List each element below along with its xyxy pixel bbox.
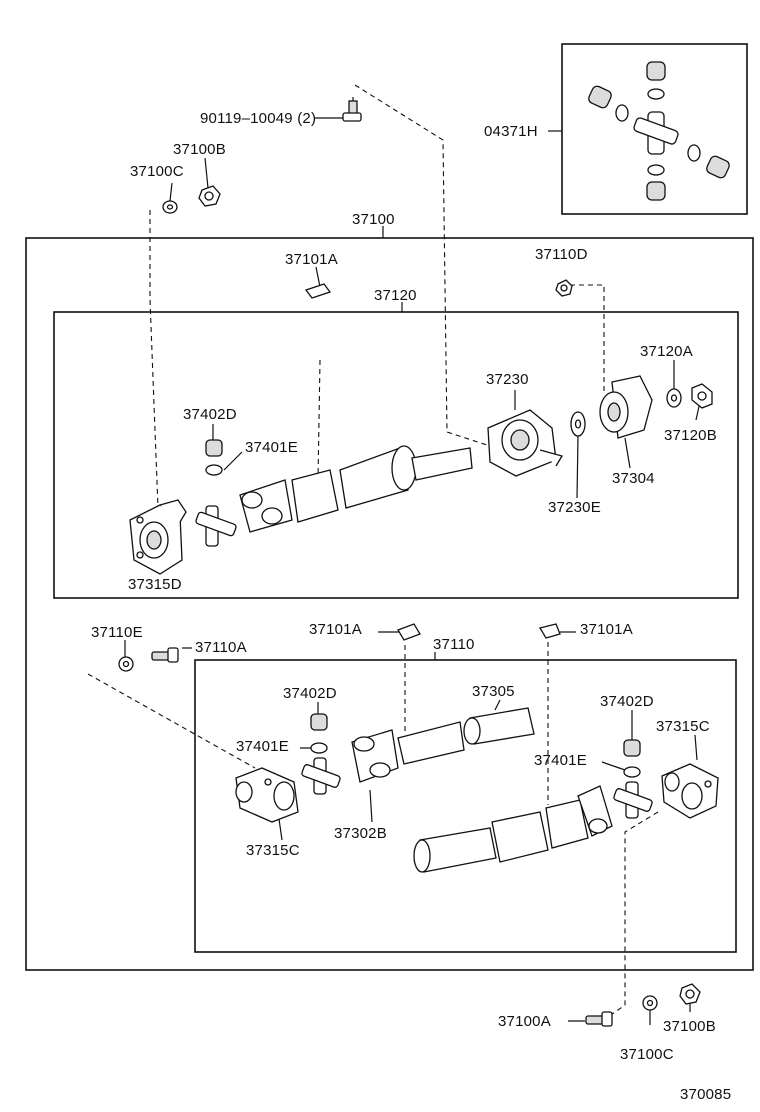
front-shaft-subassembly-frame <box>53 311 739 599</box>
slip-yoke-rear <box>577 785 613 837</box>
label-37402d-mid-right: 37402D <box>600 693 654 710</box>
washer-37100c-bottom <box>642 995 658 1011</box>
rear-spline-shaft <box>413 799 589 873</box>
bolt-90119 <box>342 97 362 122</box>
label-37101a-top: 37101A <box>285 251 338 268</box>
front-slip-yoke <box>239 445 473 533</box>
spider-rear-left <box>301 757 341 795</box>
label-37100b-bottom: 37100B <box>663 1018 716 1035</box>
label-37110a: 37110A <box>195 639 247 656</box>
bolt-37110a <box>151 647 179 663</box>
center-bearing-37230 <box>487 409 563 477</box>
label-37401e-mid-left: 37401E <box>236 738 289 755</box>
label-37402d-mid-left: 37402D <box>283 685 337 702</box>
washer-37120a <box>666 388 682 408</box>
label-37402d-top: 37402D <box>183 406 237 423</box>
label-37120: 37120 <box>374 287 417 304</box>
flange-yoke-37315c-right <box>661 763 719 819</box>
propeller-shaft-assembly-frame <box>25 237 754 971</box>
bolt-37100a <box>585 1011 613 1027</box>
label-37401e-mid-right: 37401E <box>534 752 587 769</box>
label-37120a: 37120A <box>640 343 693 360</box>
boot-37305 <box>463 707 535 745</box>
label-90119-10049: 90119–10049 (2) <box>200 110 317 127</box>
nut-37110d <box>555 279 573 297</box>
label-37110d: 37110D <box>535 246 588 263</box>
label-37401e-top: 37401E <box>245 439 298 456</box>
flange-37304 <box>599 375 653 439</box>
nut-37100b-top <box>198 185 221 207</box>
label-37302b: 37302B <box>334 825 387 842</box>
assembly-paths <box>87 84 659 1018</box>
rear-shaft-subassembly-frame <box>194 659 737 953</box>
spider-rear-right <box>613 781 653 819</box>
drawing-number: 370085 <box>680 1086 732 1103</box>
bearing-37402d-mid-right <box>623 739 641 778</box>
universal-joint-kit-box <box>561 43 748 215</box>
nut-37120b <box>691 383 713 409</box>
bearing-37402d-mid-left <box>310 713 328 754</box>
ujoint-kit-parts <box>588 61 730 201</box>
yoke-37302b <box>351 721 465 783</box>
washer-37110e <box>118 656 134 672</box>
label-37305: 37305 <box>472 683 515 700</box>
label-37101a-mid-left: 37101A <box>309 621 362 638</box>
label-37100a: 37100A <box>498 1013 551 1030</box>
spider-37401-front <box>195 505 237 547</box>
label-37100b-top: 37100B <box>173 141 226 158</box>
label-37230: 37230 <box>486 371 529 388</box>
label-37120b: 37120B <box>664 427 717 444</box>
bearing-37402d-top <box>205 439 223 476</box>
label-37110e: 37110E <box>91 624 143 641</box>
label-37230e: 37230E <box>548 499 601 516</box>
label-37100: 37100 <box>352 211 395 228</box>
label-37110: 37110 <box>433 636 475 653</box>
leader-lines <box>124 117 701 1025</box>
nut-37100b-bottom <box>679 983 701 1005</box>
label-37304: 37304 <box>612 470 655 487</box>
label-04371h: 04371H <box>484 123 538 140</box>
flange-yoke-37315c-left <box>235 767 299 823</box>
clip-37101a-top <box>304 283 332 299</box>
clip-37101a-mid-right <box>538 623 561 639</box>
label-37315c-left: 37315C <box>246 842 300 859</box>
washer-37100c-top <box>162 200 178 214</box>
label-37315c-right: 37315C <box>656 718 710 735</box>
label-37101a-mid-right: 37101A <box>580 621 633 638</box>
label-37100c-bottom: 37100C <box>620 1046 674 1063</box>
flange-yoke-37315d <box>129 499 187 575</box>
washer-37230e <box>570 411 586 437</box>
label-37315d: 37315D <box>128 576 182 593</box>
label-37100c-top: 37100C <box>130 163 184 180</box>
clip-37101a-mid-left <box>397 623 421 641</box>
